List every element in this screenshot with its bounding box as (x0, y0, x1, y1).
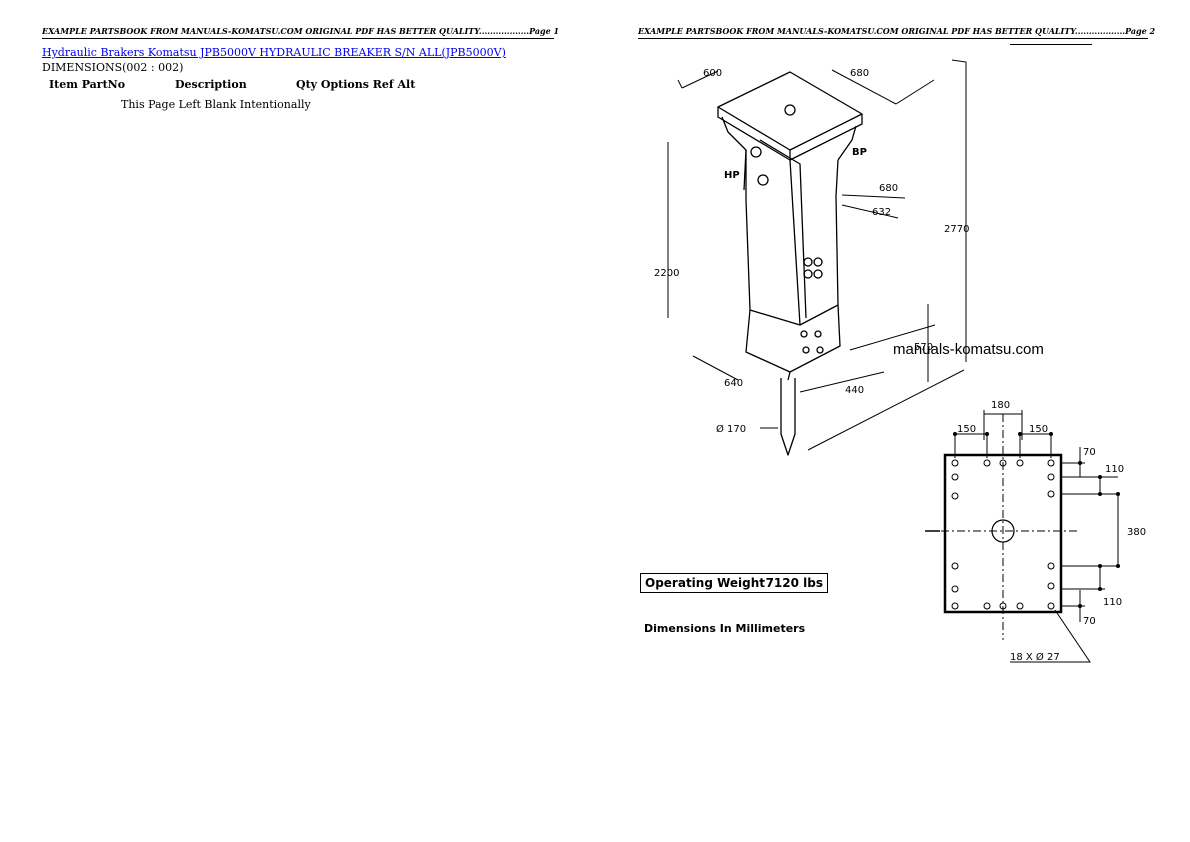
operating-weight-value: 7120 lbs (765, 576, 823, 590)
dim-570: 570 (914, 342, 933, 353)
plate-dim-150-left: 150 (957, 424, 976, 435)
hp-port-label: HP (724, 170, 740, 181)
dim-top-width: 600 (703, 68, 722, 79)
plate-dim-180: 180 (991, 400, 1010, 411)
header-divider (1010, 44, 1092, 45)
plate-dim-70-top: 70 (1083, 447, 1096, 458)
breaker-title-link[interactable]: Hydraulic Brakers Komatsu JPB5000V HYDRA… (42, 46, 506, 59)
page-1-header: EXAMPLE PARTSBOOK FROM MANUALS-KOMATSU.C… (42, 26, 559, 39)
bp-port-label: BP (852, 147, 867, 158)
dim-height-2200: 2200 (654, 268, 679, 279)
breaker-dimension-drawing: 600 680 680 632 2200 2770 570 640 440 Ø … (654, 59, 1146, 663)
plate-dim-110-top: 110 (1105, 464, 1124, 475)
plate-dim-150-right: 150 (1029, 424, 1048, 435)
dim-tool-dia: Ø 170 (716, 423, 746, 435)
col-description: Description (175, 78, 247, 91)
dim-top-depth: 680 (850, 68, 869, 79)
dim-height-2770: 2770 (944, 224, 969, 235)
section-label: DIMENSIONS(002 : 002) (42, 61, 184, 74)
plate-dim-70-bottom: 70 (1083, 616, 1096, 627)
operating-weight-label: Operating Weight (645, 576, 766, 590)
operating-weight-box: Operating Weight 7120 lbs (640, 573, 828, 593)
dim-440: 440 (845, 385, 864, 396)
col-item-partno: Item PartNo (49, 78, 126, 91)
plate-holes-callout: 18 X Ø 27 (1010, 651, 1060, 663)
dim-640: 640 (724, 378, 743, 389)
col-qty-options: Qty Options Ref Alt (296, 78, 416, 91)
blank-page-message: This Page Left Blank Intentionally (121, 98, 311, 111)
dim-680: 680 (879, 183, 898, 194)
watermark: manuals-komatsu.com (893, 341, 1044, 358)
units-note: Dimensions In Millimeters (644, 622, 806, 635)
plate-dim-110-bottom: 110 (1103, 597, 1122, 608)
plate-dim-380: 380 (1127, 527, 1146, 538)
dim-632: 632 (872, 207, 891, 218)
page-2-header: EXAMPLE PARTSBOOK FROM MANUALS-KOMATSU.C… (638, 26, 1155, 39)
